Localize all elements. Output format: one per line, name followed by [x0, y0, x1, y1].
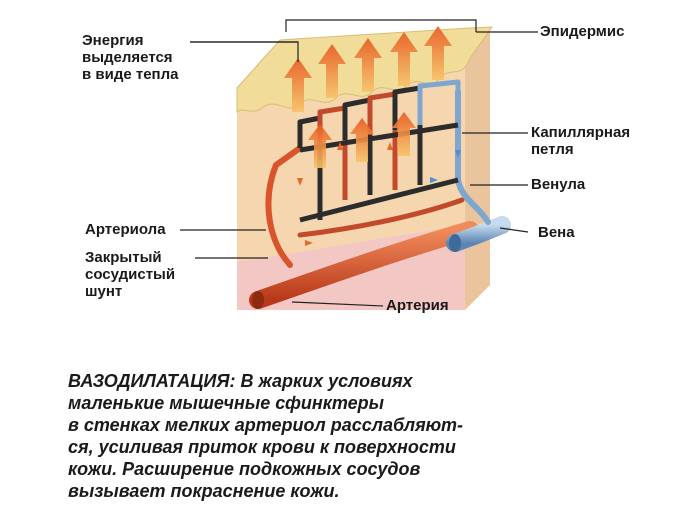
leader-lines: [180, 19, 538, 307]
arteriole-vessel: [265, 145, 303, 268]
label-energy: Энергия выделяется в виде тепла: [82, 32, 179, 83]
heat-arrows: [284, 26, 452, 168]
label-venule: Венула: [531, 176, 586, 193]
closed-shunt-vessel: [297, 197, 465, 238]
label-vein: Вена: [538, 224, 575, 241]
flow-arrows: [297, 142, 461, 246]
capillary-loops: [297, 79, 461, 223]
label-epidermis: Эпидермис: [540, 23, 625, 40]
artery-vessel: [249, 221, 479, 309]
skin-block-side: [465, 30, 490, 310]
label-closed-shunt: Закрытый сосудистый шунт: [85, 249, 176, 300]
artery-opening: [252, 291, 264, 309]
vein-opening: [449, 234, 461, 252]
label-capillary-loop: Капиллярная петля: [531, 124, 631, 158]
label-arteriole: Артериола: [85, 221, 166, 238]
caption-text: ВАЗОДИЛАТАЦИЯ: В жарких условиях маленьк…: [68, 371, 464, 501]
label-artery: Артерия: [386, 297, 449, 314]
